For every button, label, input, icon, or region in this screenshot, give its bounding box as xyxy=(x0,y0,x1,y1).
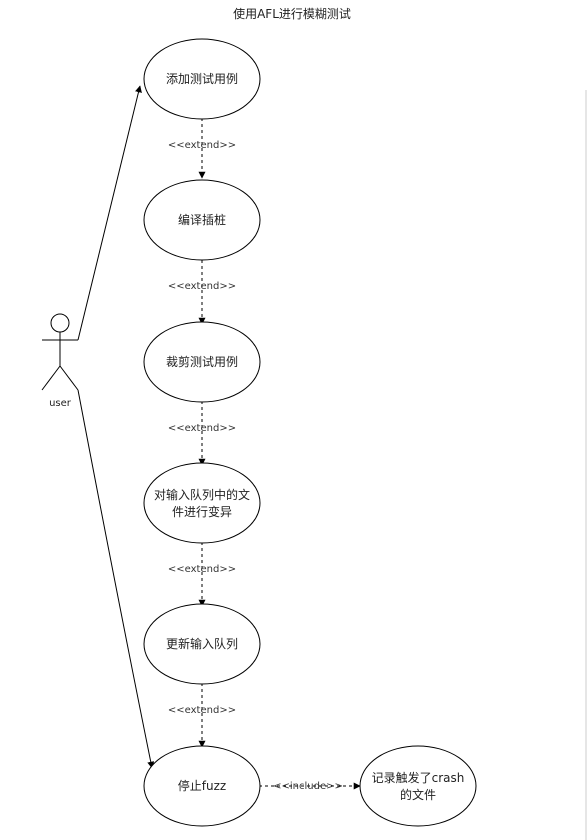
extend-label-4: <<extend>> xyxy=(168,564,236,575)
use-case-stop-fuzz[interactable]: 停止fuzz xyxy=(143,745,261,827)
diagram-title: 使用AFL进行模糊测试 xyxy=(233,6,351,21)
use-case-trim-test-case[interactable]: 裁剪测试用例 xyxy=(143,321,261,403)
actor-user[interactable]: user xyxy=(41,313,79,409)
use-case-label: 裁剪测试用例 xyxy=(166,354,238,369)
extend-label-3: <<extend>> xyxy=(168,423,236,434)
use-case-label: 编译插桩 xyxy=(178,212,226,227)
use-case-label-line-1: 对输入队列中的文 xyxy=(154,487,250,502)
actor-head xyxy=(50,313,70,333)
use-case-mutate-queue-files[interactable]: 对输入队列中的文 件进行变异 xyxy=(143,462,261,544)
use-case-label: 添加测试用例 xyxy=(166,71,238,86)
use-case-label: 更新输入队列 xyxy=(166,636,238,651)
include-label: <<include>> xyxy=(273,781,343,792)
actor-label: user xyxy=(49,398,72,409)
extend-label-2: <<extend>> xyxy=(168,281,236,292)
actor-right-leg xyxy=(59,365,79,391)
association-add-test-case xyxy=(77,85,142,341)
use-case-label-line-2: 件进行变异 xyxy=(172,504,232,519)
use-case-record-crash-files[interactable]: 记录触发了crash 的文件 xyxy=(359,745,477,827)
actor-left-leg xyxy=(41,365,61,391)
use-case-label: 停止fuzz xyxy=(178,778,226,793)
use-case-label-line-1: 记录触发了crash xyxy=(372,770,465,785)
extend-label-5: <<extend>> xyxy=(168,705,236,716)
use-case-add-test-case[interactable]: 添加测试用例 xyxy=(143,38,261,120)
extend-label-1: <<extend>> xyxy=(168,140,236,151)
use-case-update-input-queue[interactable]: 更新输入队列 xyxy=(143,603,261,685)
use-case-compile-instrument[interactable]: 编译插桩 xyxy=(143,179,261,261)
use-case-label-line-2: 的文件 xyxy=(400,787,436,802)
association-stop-fuzz xyxy=(77,389,155,769)
